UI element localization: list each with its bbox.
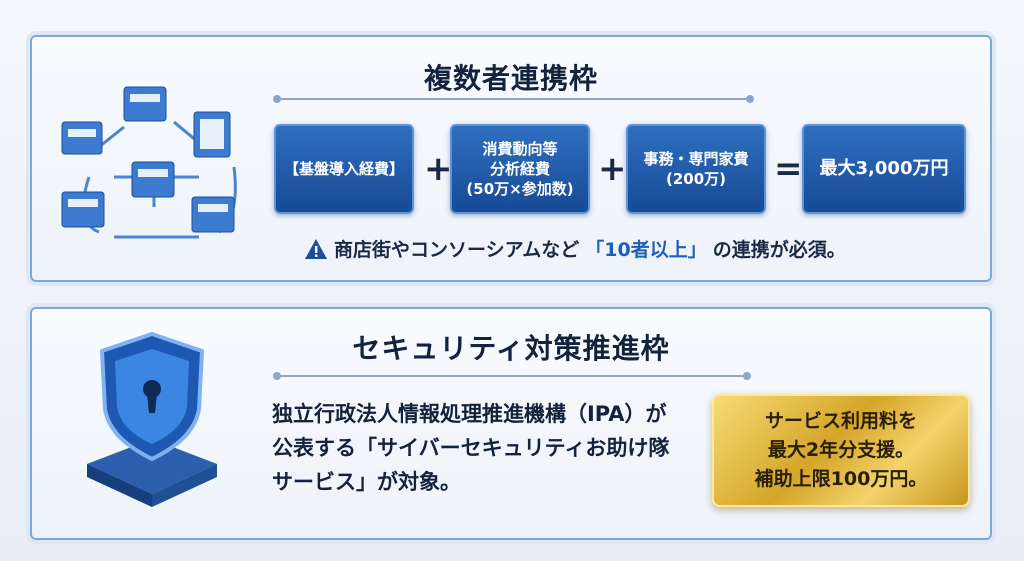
description-line: サービス」が対象。 <box>272 470 461 494</box>
box-text: 事務・専門家費 <box>643 150 749 168</box>
security-shield-illustration <box>87 331 217 507</box>
formula-box-max-total: 最大3,000万円 <box>802 124 966 214</box>
note-text: 商店街やコンソーシアムなど <box>334 239 580 261</box>
highlight-line: サービス利用料を <box>764 410 917 432</box>
security-measures-panel: セキュリティ対策推進枠 独立行政法人情報処理推進機構（IPA）が 公表する「サイ… <box>30 307 992 540</box>
section-title: セキュリティ対策推進枠 <box>352 332 670 365</box>
title-divider <box>273 95 754 103</box>
plus-operator: + <box>424 149 453 189</box>
highlight-line: 補助上限100万円。 <box>754 468 928 490</box>
box-text: 消費動向等 <box>482 140 558 158</box>
description-line: 公表する「サイバーセキュリティお助け隊 <box>272 436 670 460</box>
formula-box-analysis-cost: 消費動向等分析経費 (50万×参加数) <box>450 124 590 214</box>
multi-party-collaboration-panel: 複数者連携枠 【基盤導入経費】 + 消費動向等分析経費 (50万×参加数) + 事… <box>30 35 992 282</box>
title-divider <box>273 372 751 380</box>
formula-box-base-cost: 【基盤導入経費】 <box>274 124 414 214</box>
highlight-line: 最大2年分支援。 <box>767 439 915 461</box>
requirement-note: 商店街やコンソーシアムなど「10者以上」の連携が必須。 <box>304 235 846 262</box>
box-text: (50万×参加数) <box>466 180 574 198</box>
note-text: の連携が必須。 <box>712 239 846 261</box>
box-text: 最大3,000万円 <box>819 158 949 179</box>
equals-operator: = <box>774 149 803 189</box>
note-highlight: 「10者以上」 <box>585 239 707 261</box>
plus-operator: + <box>598 149 627 189</box>
box-text: (200万) <box>665 170 727 188</box>
warning-icon <box>305 238 327 259</box>
box-text: 分析経費 <box>489 160 550 178</box>
description-line: 独立行政法人情報処理推進機構（IPA）が <box>272 402 667 426</box>
eligibility-description: 独立行政法人情報処理推進機構（IPA）が 公表する「サイバーセキュリティお助け隊… <box>272 397 669 499</box>
store-network-illustration <box>61 86 237 239</box>
box-text: 【基盤導入経費】 <box>283 160 404 178</box>
section-title: 複数者連携枠 <box>423 62 598 95</box>
support-highlight-box: サービス利用料を 最大2年分支援。 補助上限100万円。 <box>712 394 970 507</box>
formula-box-admin-cost: 事務・専門家費 (200万) <box>626 124 766 214</box>
